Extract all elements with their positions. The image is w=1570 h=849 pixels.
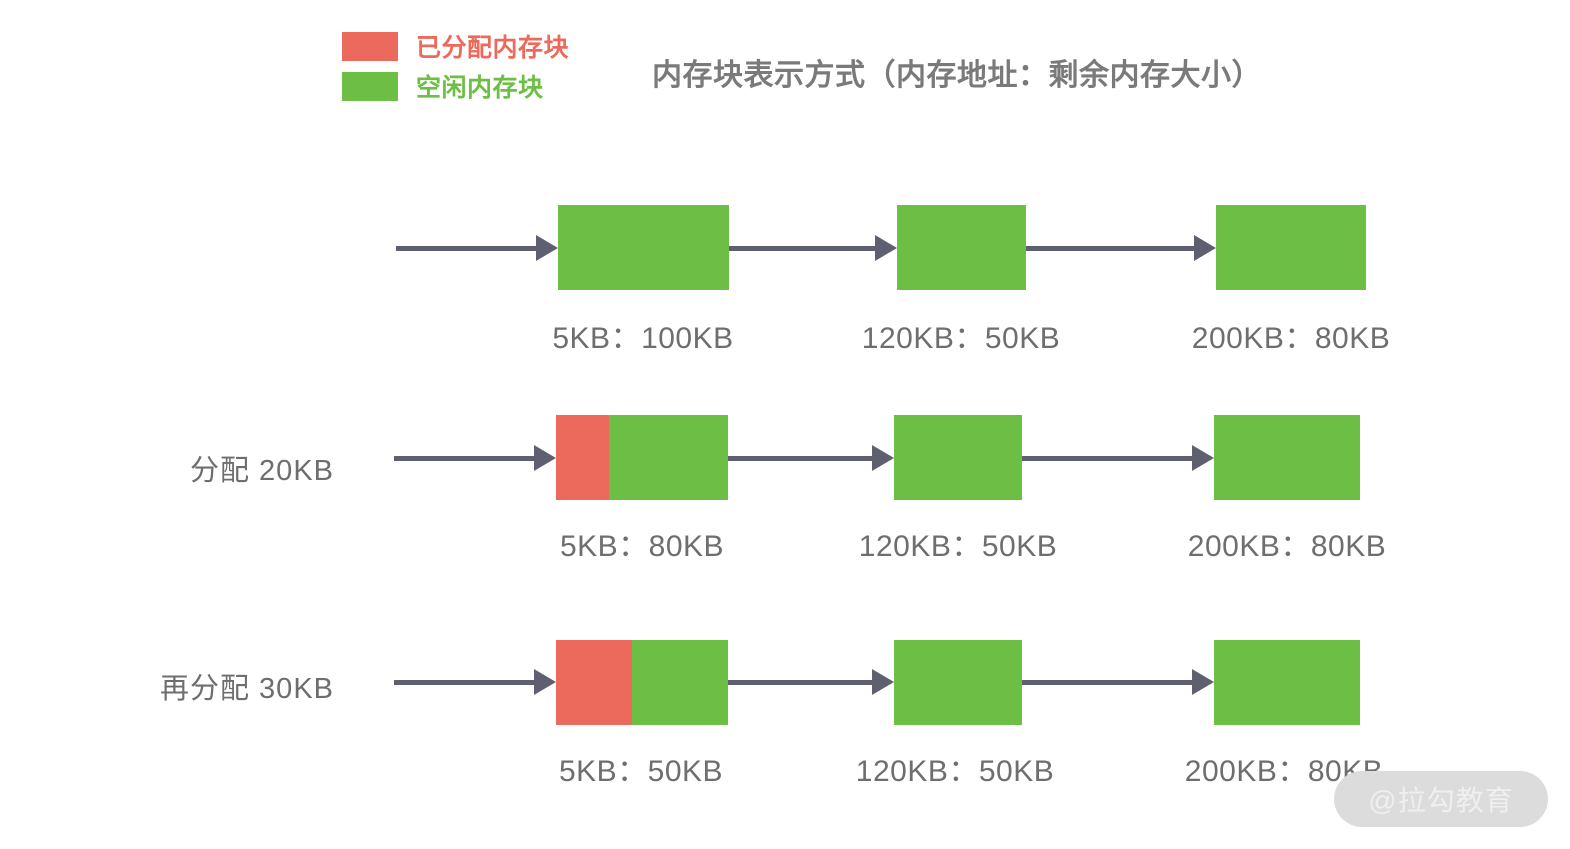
segment-free bbox=[631, 640, 728, 725]
arrow-head-icon bbox=[534, 445, 556, 471]
arrow-line bbox=[728, 455, 873, 461]
arrow-into-block-1-row-2 bbox=[394, 445, 556, 471]
memory-block[interactable] bbox=[558, 205, 729, 290]
legend-item-free: 空闲内存块 bbox=[342, 66, 569, 106]
arrow-block-2-to-block-3-row-1 bbox=[1026, 235, 1216, 261]
arrow-into-block-1-row-3 bbox=[394, 669, 556, 695]
memory-block[interactable] bbox=[556, 415, 728, 500]
row-label-reallocate-30kb: 再分配 30KB bbox=[160, 673, 334, 705]
memory-block[interactable] bbox=[556, 640, 728, 725]
watermark: @拉勾教育 bbox=[1334, 771, 1548, 827]
memory-block[interactable] bbox=[894, 415, 1022, 500]
memory-block-caption: 120KB：50KB bbox=[858, 530, 1058, 563]
arrow-block-1-to-block-2-row-3 bbox=[728, 669, 894, 695]
arrow-line bbox=[1026, 245, 1195, 251]
memory-block-caption: 200KB：80KB bbox=[1187, 530, 1387, 563]
memory-block[interactable] bbox=[897, 205, 1026, 290]
memory-block[interactable] bbox=[894, 640, 1022, 725]
arrow-head-icon bbox=[536, 235, 558, 261]
memory-block-caption: 5KB：100KB bbox=[552, 322, 734, 355]
arrow-head-icon bbox=[1192, 445, 1214, 471]
segment-free bbox=[1214, 415, 1360, 500]
legend-label-allocated: 已分配内存块 bbox=[416, 34, 570, 62]
segment-used bbox=[556, 640, 632, 725]
segment-free bbox=[894, 415, 1022, 500]
arrow-line bbox=[1022, 455, 1193, 461]
arrow-line bbox=[729, 245, 876, 251]
arrow-block-1-to-block-2-row-1 bbox=[729, 235, 897, 261]
arrow-line bbox=[394, 679, 535, 685]
arrow-head-icon bbox=[872, 669, 894, 695]
segment-free bbox=[1216, 205, 1366, 290]
memory-block[interactable] bbox=[1214, 640, 1360, 725]
memory-block-caption: 200KB：80KB bbox=[1191, 322, 1391, 355]
arrow-block-1-to-block-2-row-2 bbox=[728, 445, 894, 471]
diagram-title: 内存块表示方式（内存地址：剩余内存大小） bbox=[652, 59, 1262, 92]
segment-free bbox=[558, 205, 729, 290]
arrow-block-2-to-block-3-row-3 bbox=[1022, 669, 1214, 695]
memory-block-caption: 5KB：50KB bbox=[558, 755, 724, 788]
memory-block-caption: 120KB：50KB bbox=[855, 755, 1055, 788]
segment-free bbox=[897, 205, 1026, 290]
arrow-line bbox=[394, 455, 535, 461]
watermark-text: @拉勾教育 bbox=[1368, 785, 1514, 816]
arrow-line bbox=[728, 679, 873, 685]
arrow-into-block-1-row-1 bbox=[396, 235, 558, 261]
arrow-head-icon bbox=[1192, 669, 1214, 695]
memory-block[interactable] bbox=[1216, 205, 1366, 290]
legend-swatch-free-icon bbox=[342, 71, 398, 101]
legend-swatch-allocated-icon bbox=[342, 31, 398, 61]
arrow-head-icon bbox=[875, 235, 897, 261]
memory-block[interactable] bbox=[1214, 415, 1360, 500]
legend-item-allocated: 已分配内存块 bbox=[342, 26, 569, 66]
row-label-allocate-20kb: 分配 20KB bbox=[190, 455, 334, 487]
legend: 已分配内存块 空闲内存块 bbox=[342, 26, 569, 106]
arrow-block-2-to-block-3-row-2 bbox=[1022, 445, 1214, 471]
arrow-head-icon bbox=[534, 669, 556, 695]
memory-block-caption: 5KB：80KB bbox=[559, 530, 725, 563]
segment-used bbox=[556, 415, 610, 500]
legend-label-free: 空闲内存块 bbox=[416, 74, 544, 102]
arrow-head-icon bbox=[872, 445, 894, 471]
memory-block-caption: 120KB：50KB bbox=[861, 322, 1061, 355]
segment-free bbox=[894, 640, 1022, 725]
arrow-head-icon bbox=[1194, 235, 1216, 261]
arrow-line bbox=[1022, 679, 1193, 685]
arrow-line bbox=[396, 245, 537, 251]
segment-free bbox=[609, 415, 728, 500]
segment-free bbox=[1214, 640, 1360, 725]
